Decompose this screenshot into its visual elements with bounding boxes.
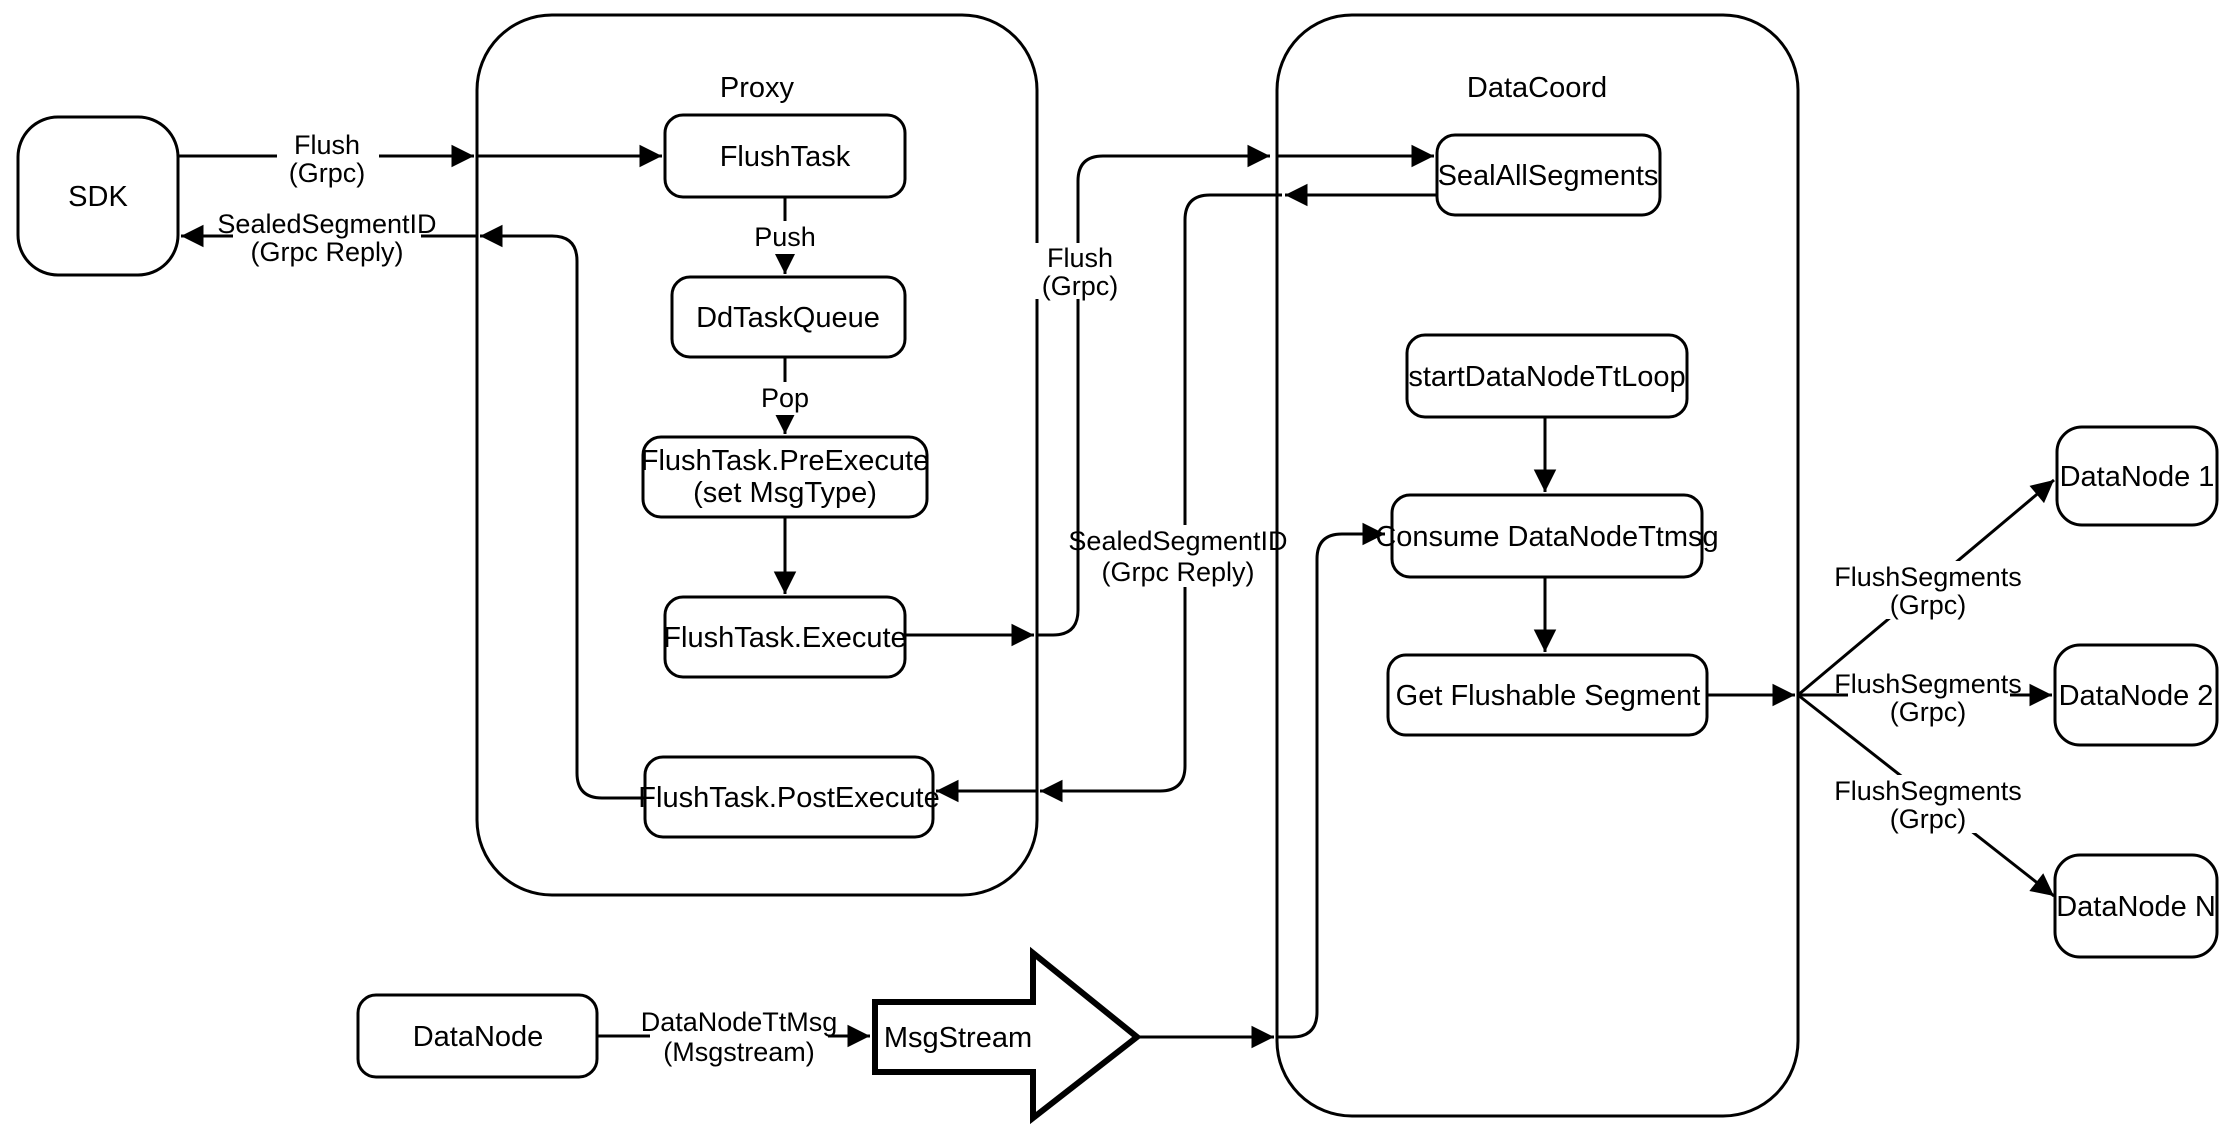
flush-grpc-mid-label-bg [1029, 243, 1131, 299]
sealedsegmentid-sdk-label-bg [233, 209, 421, 266]
flushtask-node [663, 113, 907, 199]
datanodettmsg-label-bg [650, 1007, 828, 1067]
execute-node-label: FlushTask.Execute [663, 622, 906, 654]
datanoden-node-label: DataNode N [2056, 891, 2216, 923]
flush-grpc-sdk-label-line1: Flush [294, 130, 360, 160]
preexecute-node-label-line2: (set MsgType) [693, 477, 877, 509]
datacoord-container-title: DataCoord [1467, 72, 1607, 104]
push-label: Push [754, 222, 816, 252]
flush-grpc-sdk-label-line2: (Grpc) [289, 158, 366, 188]
flush-grpc-sdk-label-bg [277, 130, 379, 184]
startdatanodettloop-node [1405, 333, 1689, 419]
datanodettmsg-label-line1: DataNodeTtMsg [641, 1007, 838, 1037]
flushsegments1-label-line2: (Grpc) [1890, 590, 1967, 620]
flushsegments2-label-line1: FlushSegments [1834, 669, 2022, 699]
msgstream-label: MsgStream [884, 1022, 1032, 1054]
execute-node [663, 595, 907, 679]
edge-proxy-border-to-datacoord-border [1037, 144, 1270, 637]
datanodettmsg-label-line2: (Msgstream) [663, 1037, 815, 1067]
ddtaskqueue-node [670, 275, 907, 359]
getflushablesegment-node [1386, 653, 1709, 737]
flush-grpc-mid-label-line2: (Grpc) [1042, 271, 1119, 301]
postexecute-node-label: FlushTask.PostExecute [638, 782, 939, 814]
flushsegments3-label-line2: (Grpc) [1890, 804, 1967, 834]
proxy-container [475, 13, 1039, 897]
flush-grpc-mid-label-line1: Flush [1047, 243, 1113, 273]
proxy-container-title: Proxy [720, 72, 795, 104]
sealallsegments-node [1435, 133, 1662, 217]
flushtask-node-label: FlushTask [720, 141, 851, 173]
datanode1-node-label: DataNode 1 [2060, 461, 2215, 493]
datanode-source-node [356, 993, 599, 1079]
edge-postexecute-to-proxy-border [480, 224, 645, 800]
pop-label-bg [757, 382, 813, 415]
flushsegments3-label-bg [1848, 775, 2010, 833]
ddtaskqueue-node-label: DdTaskQueue [696, 302, 880, 334]
datanode2-node-label: DataNode 2 [2059, 680, 2214, 712]
msgstream-arrow-shape [872, 946, 1142, 1125]
sealedsegmentid-mid-label-line1: SealedSegmentID [1068, 526, 1287, 556]
flushsegments1-label-bg [1848, 561, 2010, 619]
datanoden-node [2053, 853, 2219, 959]
consume-datanodettmsg-node [1390, 493, 1704, 579]
edge-datacoord-border-to-proxy-border [1040, 193, 1282, 803]
datanode1-node [2055, 425, 2219, 527]
getflushablesegment-node-label: Get Flushable Segment [1396, 680, 1701, 712]
startdatanodettloop-node-label: startDataNodeTtLoop [1408, 361, 1685, 393]
flushsegments2-label-line2: (Grpc) [1890, 697, 1967, 727]
sdk-node-label: SDK [68, 181, 128, 213]
flushsegments1-label-line1: FlushSegments [1834, 562, 2022, 592]
sdk-node [16, 115, 180, 277]
consume-datanodettmsg-node-label: Consume DataNodeTtmsg [1375, 521, 1718, 553]
pop-label: Pop [761, 383, 809, 413]
flushsegments2-label-bg [1848, 668, 2010, 726]
sealedsegmentid-sdk-label-line2: (Grpc Reply) [250, 237, 403, 267]
flushsegments3-label-line1: FlushSegments [1834, 776, 2022, 806]
datacoord-container [1275, 13, 1800, 1118]
datanode2-node [2053, 643, 2219, 747]
edge-datacoord-border-to-consume [1277, 522, 1385, 1039]
sealedsegmentid-mid-label-bg [1086, 525, 1270, 587]
sealallsegments-node-label: SealAllSegments [1438, 160, 1659, 192]
sealedsegmentid-mid-label-line2: (Grpc Reply) [1101, 557, 1254, 587]
push-label-bg [750, 221, 820, 254]
datanode-source-node-label: DataNode [413, 1021, 544, 1053]
preexecute-node [641, 435, 929, 519]
preexecute-node-label-line1: FlushTask.PreExecute [641, 445, 930, 477]
postexecute-node [643, 755, 935, 839]
sealedsegmentid-sdk-label-line1: SealedSegmentID [217, 209, 436, 239]
